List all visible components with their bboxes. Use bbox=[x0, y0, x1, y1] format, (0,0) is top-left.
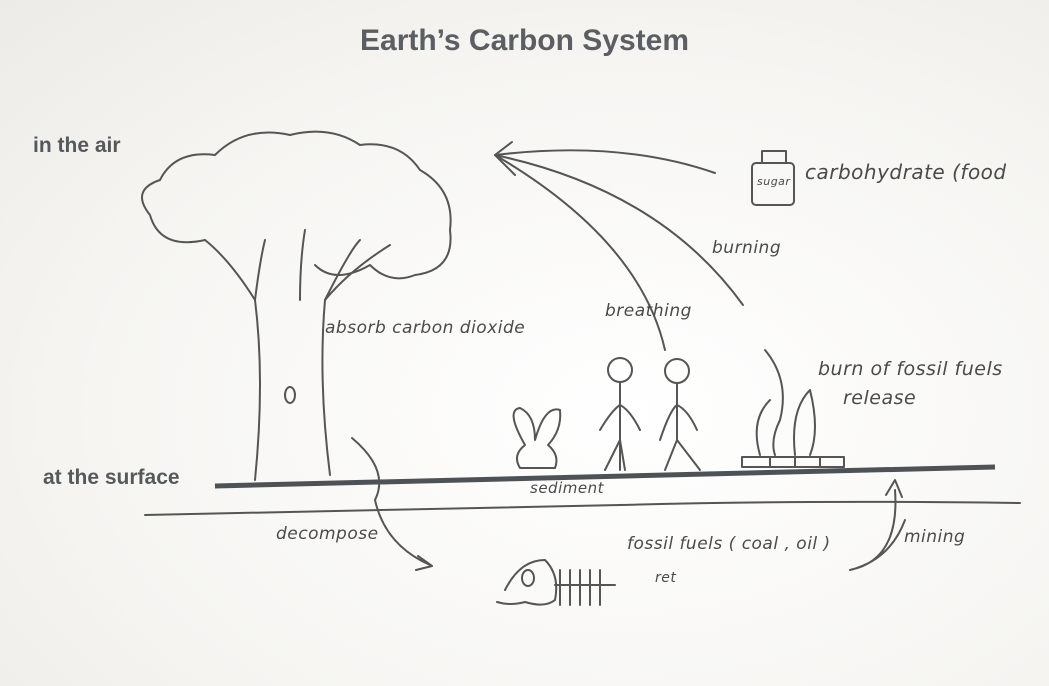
page-title: Earth’s Carbon System bbox=[360, 24, 689, 57]
tree-drawing bbox=[141, 130, 452, 481]
fossil-drawing bbox=[496, 559, 616, 606]
sugar-jar-drawing bbox=[751, 150, 795, 206]
mining-arrow bbox=[849, 479, 906, 571]
rabbit-drawing bbox=[512, 407, 562, 469]
carbohydrate-food-label: carbohydrate (food bbox=[805, 160, 1007, 184]
label-at-the-surface: at the surface bbox=[43, 466, 180, 489]
burn-of-fossil-fuels-label: burn of fossil fuels bbox=[818, 358, 1003, 380]
surface-line bbox=[214, 464, 996, 489]
fossil-fuels-label: fossil fuels ( coal , oil ) bbox=[627, 534, 831, 554]
breathing-label: breathing bbox=[605, 301, 692, 321]
sugar-jar-label: sugar bbox=[757, 175, 791, 188]
people-drawing bbox=[599, 357, 701, 471]
absorb-carbon-dioxide-label: absorb carbon dioxide bbox=[325, 318, 526, 338]
release-label: release bbox=[843, 387, 917, 409]
air-arrowhead bbox=[494, 141, 516, 176]
decompose-label: decompose bbox=[276, 524, 379, 544]
underground-line bbox=[144, 500, 1021, 516]
breathing-arrow bbox=[494, 154, 666, 351]
fire-drawing bbox=[741, 349, 845, 468]
mining-label: mining bbox=[904, 527, 966, 547]
sediment-label: sediment bbox=[530, 479, 604, 497]
burning-label: burning bbox=[712, 238, 782, 258]
burning-arrow bbox=[494, 154, 744, 306]
decompose-arrow bbox=[351, 437, 433, 571]
label-in-the-air: in the air bbox=[33, 134, 121, 157]
carbohydrate-arrow bbox=[494, 149, 716, 174]
ret-label: ret bbox=[655, 570, 677, 586]
